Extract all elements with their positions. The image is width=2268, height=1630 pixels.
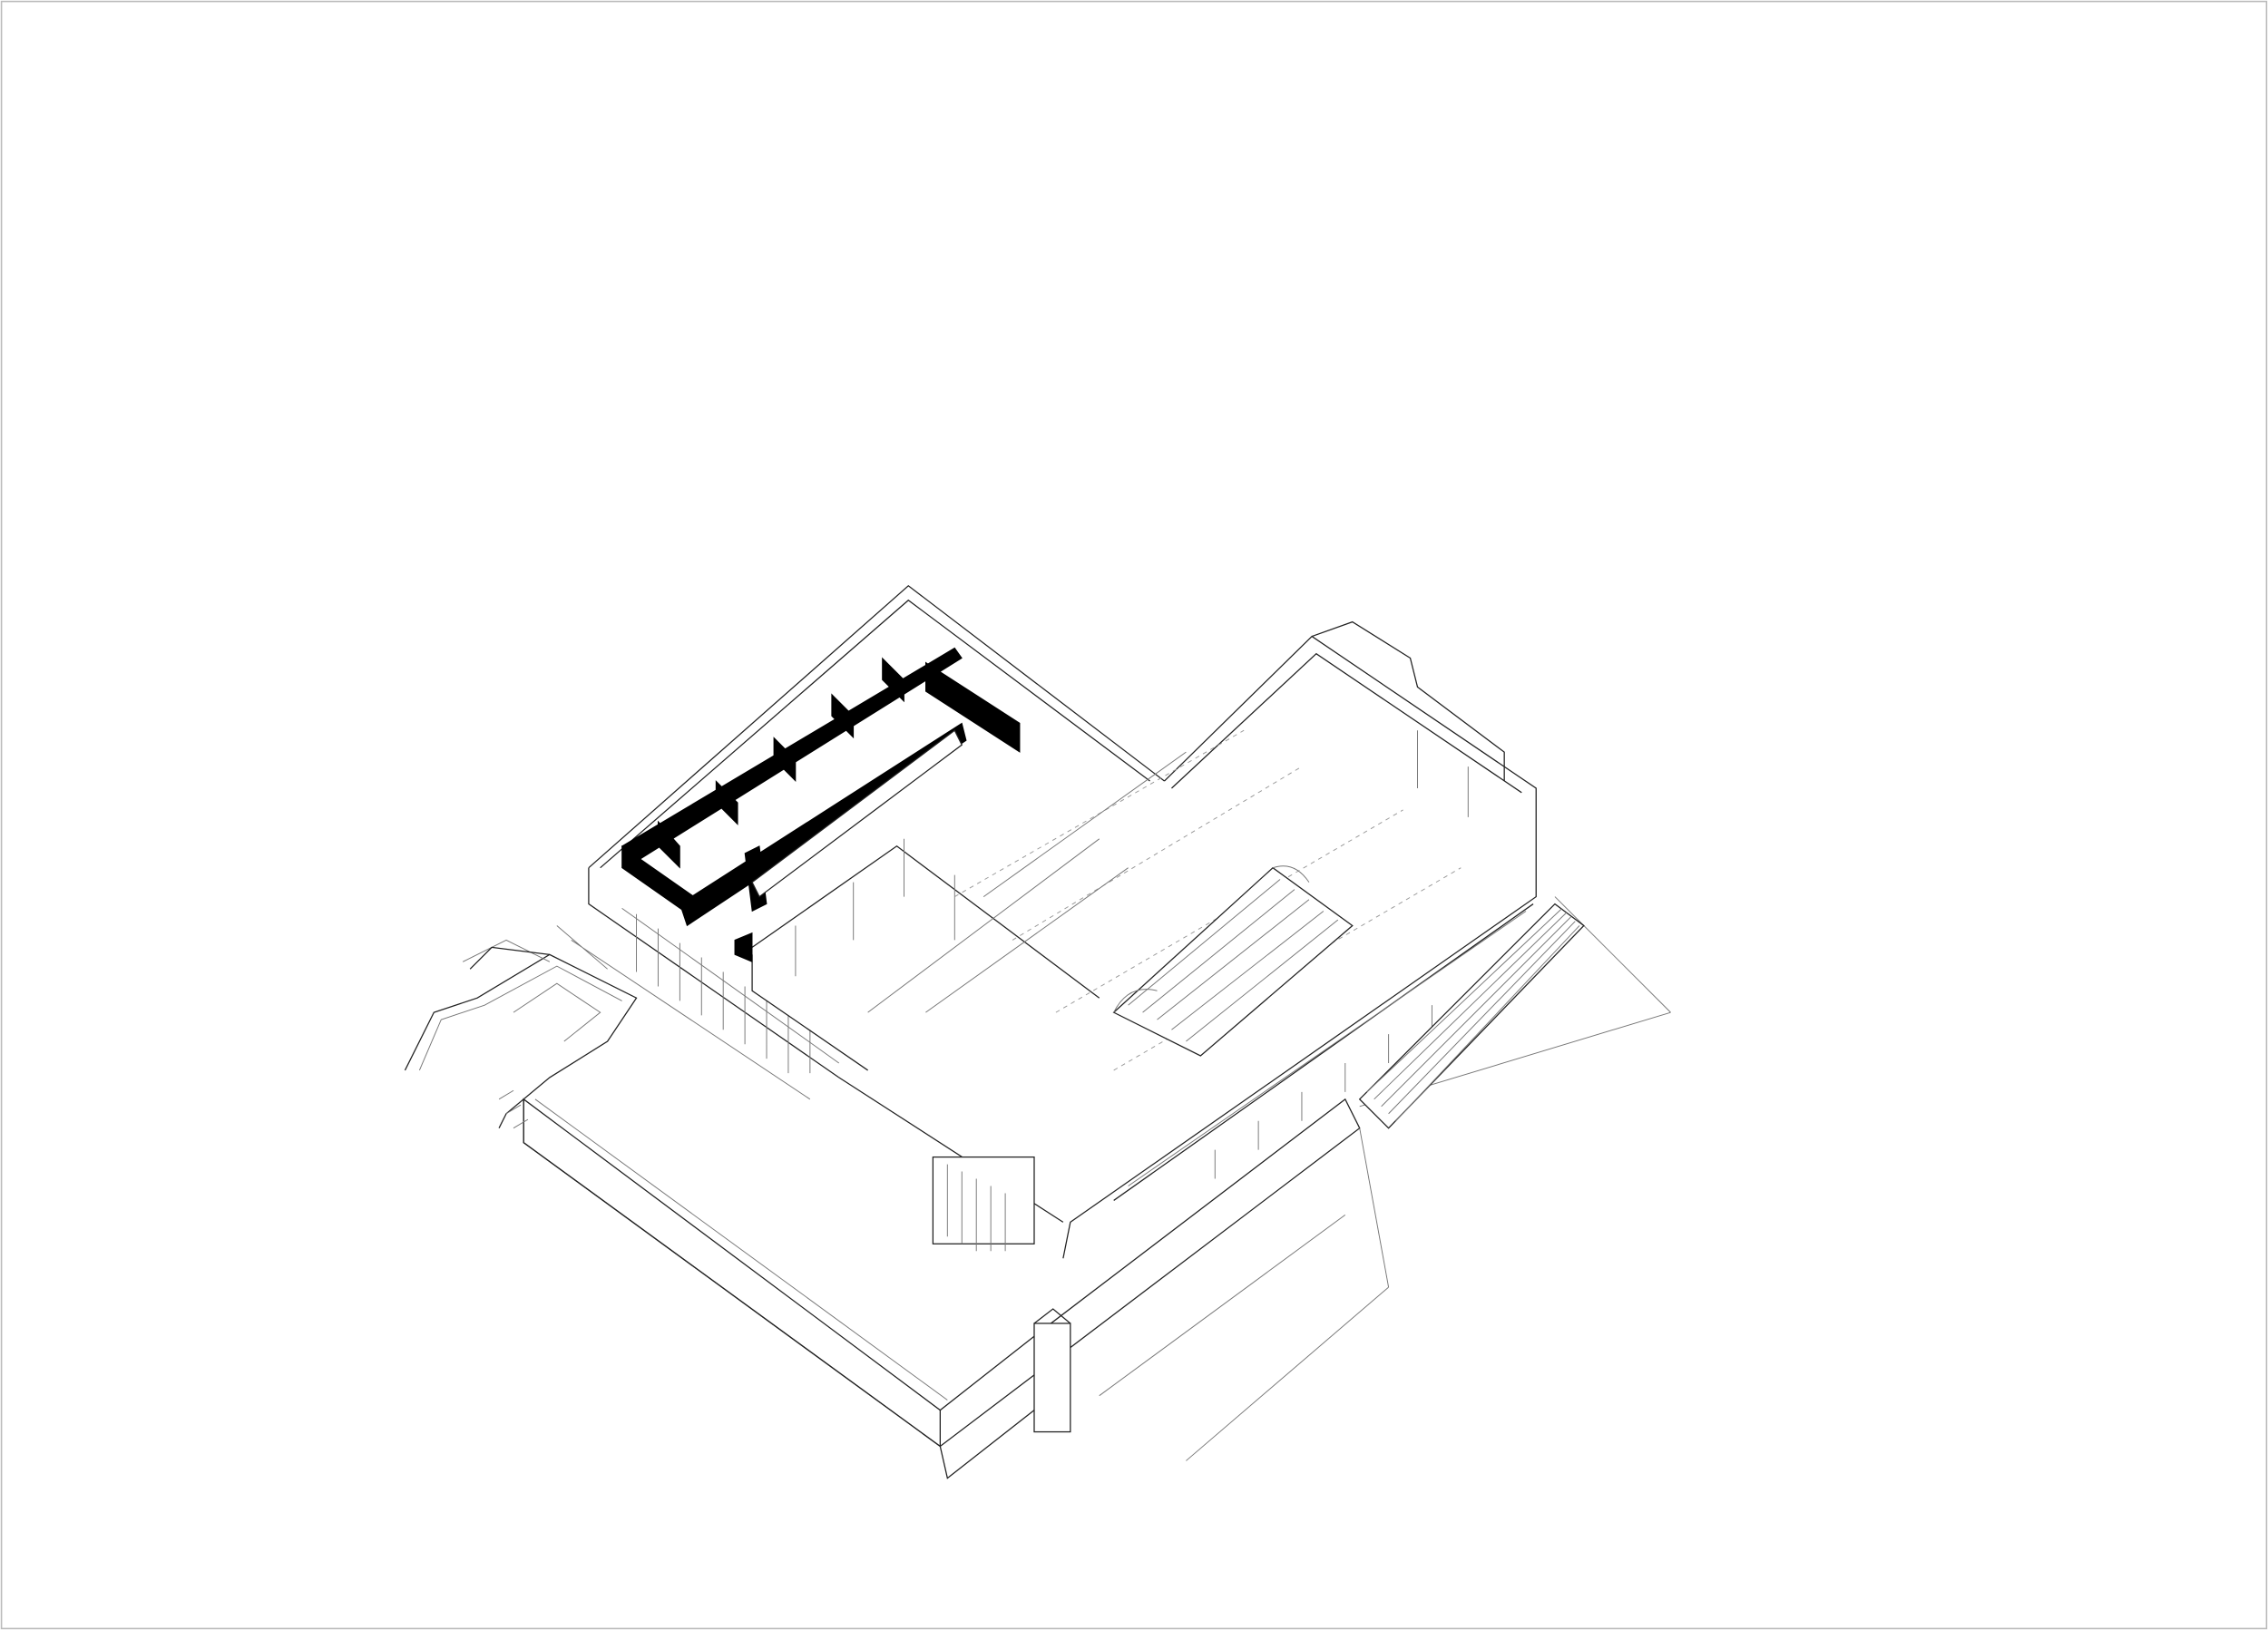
entry-stair <box>404 939 638 1129</box>
skylight-structure <box>1112 865 1354 1057</box>
left-wing <box>469 584 1165 1100</box>
exterior-steps <box>1358 903 1585 1129</box>
right-wing <box>838 620 1537 1259</box>
partition-walls <box>621 647 1021 962</box>
podium <box>523 896 1671 1479</box>
